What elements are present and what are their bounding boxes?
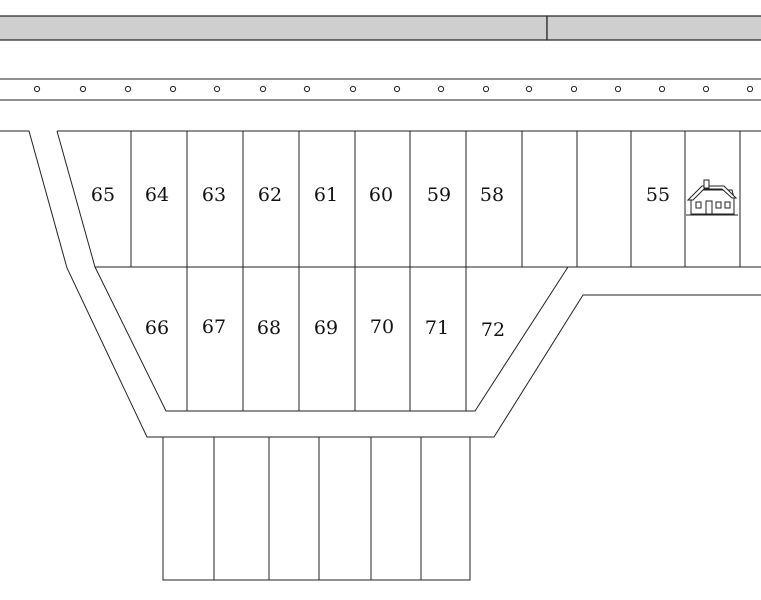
- street-marker: [303, 85, 311, 93]
- block-top-row: [56, 130, 761, 268]
- street-marker: [33, 85, 41, 93]
- street-marker: [614, 85, 622, 93]
- header-bar-left: [0, 15, 548, 41]
- street-marker: [79, 85, 87, 93]
- house-icon-window-3: [724, 201, 731, 209]
- top-row-dividers: [130, 131, 741, 267]
- top-row-lot-labels: 65 64 63 62 61 60 59 58 55: [91, 184, 670, 206]
- lot-label-60: 60: [369, 184, 393, 206]
- block-middle-row: [94, 266, 569, 412]
- lot-label-64: 64: [145, 184, 169, 206]
- lot-label-67: 67: [202, 316, 226, 338]
- lot-label-58: 58: [480, 184, 504, 206]
- road-lines: [0, 130, 761, 438]
- lot-label-66: 66: [145, 317, 169, 339]
- street-markers: [33, 85, 754, 93]
- house-icon-chimney: [703, 179, 710, 189]
- block-middle-row-outline: [94, 266, 569, 412]
- lot-label-72: 72: [481, 319, 505, 341]
- street-marker: [525, 85, 533, 93]
- street-marker: [482, 85, 490, 93]
- lot-label-71: 71: [425, 317, 449, 339]
- street-top: [0, 78, 761, 101]
- street-marker: [349, 85, 357, 93]
- header-bar-right: [546, 15, 761, 41]
- house-icon-door: [705, 200, 713, 215]
- house-icon-window-2: [715, 201, 722, 209]
- house-icon-window-1: [695, 201, 702, 209]
- header-bar: [0, 15, 761, 41]
- road-left-edge: [0, 130, 761, 438]
- lot-label-65: 65: [91, 184, 115, 206]
- lot-label-70: 70: [370, 316, 394, 338]
- street-marker: [570, 85, 578, 93]
- lot-label-61: 61: [314, 184, 338, 206]
- lot-label-62: 62: [258, 184, 282, 206]
- block-bottom-row: [162, 436, 471, 581]
- house-icon: [686, 179, 738, 216]
- street-marker: [169, 85, 177, 93]
- lot-label-55: 55: [646, 184, 670, 206]
- street-marker: [213, 85, 221, 93]
- block-bottom-row-outline: [162, 436, 471, 581]
- street-marker: [702, 85, 710, 93]
- street-marker: [746, 85, 754, 93]
- lot-label-59: 59: [427, 184, 451, 206]
- lot-label-68: 68: [257, 317, 281, 339]
- lot-label-69: 69: [314, 317, 338, 339]
- middle-row-lot-labels: 66 67 68 69 70 71 72: [145, 316, 505, 341]
- street-marker: [259, 85, 267, 93]
- lot-label-63: 63: [202, 184, 226, 206]
- middle-row-dividers: [186, 267, 467, 411]
- street-marker: [437, 85, 445, 93]
- street-marker: [393, 85, 401, 93]
- bottom-row-dividers: [213, 437, 422, 580]
- street-marker: [658, 85, 666, 93]
- street-marker: [124, 85, 132, 93]
